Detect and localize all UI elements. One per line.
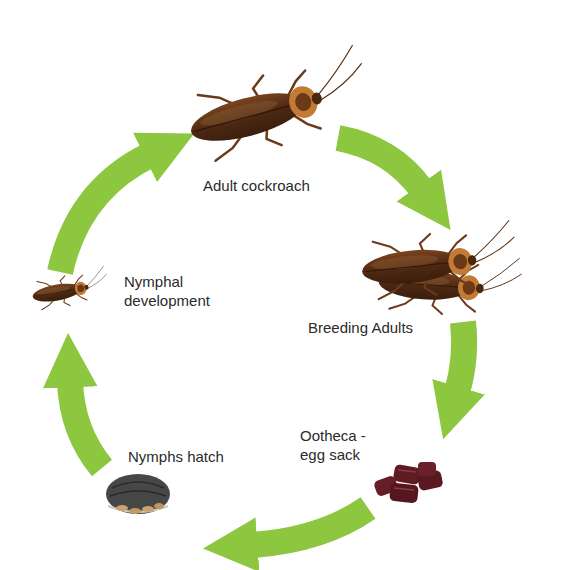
- hatching-ootheca: [106, 474, 170, 514]
- breeding-adults: [358, 220, 522, 319]
- cycle-arrow: [338, 138, 422, 190]
- cycle-arrow: [60, 155, 150, 272]
- nymph: [30, 266, 111, 312]
- cycle-arrow: [70, 382, 102, 468]
- cycle-arrow: [457, 322, 464, 392]
- stage-label: Adult cockroach: [203, 176, 353, 195]
- stage-label: Nymphs hatch: [128, 447, 248, 466]
- cycle-arrow: [252, 508, 368, 545]
- cycle-arrows: [60, 138, 464, 545]
- adult-cockroach: [180, 44, 376, 166]
- stage-label: Ootheca - egg sack: [300, 426, 380, 464]
- oothecae: [373, 462, 444, 503]
- stage-label: Nymphal development: [124, 272, 234, 310]
- stage-label: Breeding Adults: [308, 318, 448, 337]
- cockroach: [358, 220, 519, 302]
